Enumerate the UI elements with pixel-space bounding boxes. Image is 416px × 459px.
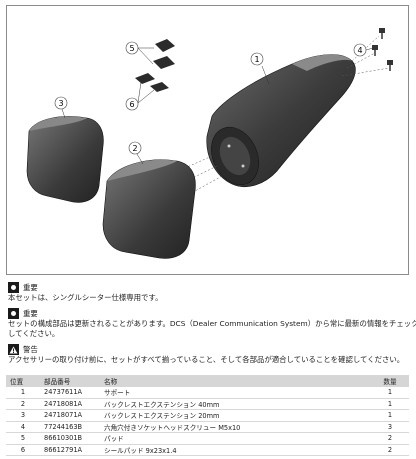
row-name: バックレストエクステンション 20mm <box>100 409 371 422</box>
row-part-number: 24718081A <box>40 398 100 410</box>
callout-1: 1 <box>250 52 264 66</box>
row-quantity: 2 <box>371 444 409 456</box>
row-name: 六角穴付きソケットヘッドスクリュー M5x10 <box>100 421 371 433</box>
row-part-number: 24718071A <box>40 409 100 422</box>
backrest-extension-20mm-part <box>26 116 104 203</box>
note-2-title: 重要 <box>23 308 38 318</box>
row-name: サポート <box>100 387 371 399</box>
header-part-number: 部品番号 <box>40 375 100 387</box>
important-note-2: 重要 セットの構成部品は更新されることがあります。DCS（Dealer Comm… <box>8 308 416 339</box>
row-position: 5 <box>6 432 40 445</box>
row-position: 3 <box>6 409 40 422</box>
table-row: 3 24718071A バックレストエクステンション 20mm 1 <box>6 409 409 422</box>
pads-part <box>135 39 175 92</box>
row-part-number: 77244163B <box>40 421 100 433</box>
backrest-extension-40mm-part <box>102 159 196 259</box>
info-icon <box>8 282 19 293</box>
row-quantity: 2 <box>371 432 409 445</box>
row-quantity: 1 <box>371 387 409 399</box>
row-part-number: 86612791A <box>40 444 100 456</box>
parts-table: 位置 部品番号 名称 数量 1 24737611A サポート 1 2 24718… <box>6 375 409 456</box>
warning-icon <box>8 344 19 355</box>
table-row: 5 86610301B パッド 2 <box>6 432 409 445</box>
row-quantity: 1 <box>371 409 409 422</box>
header-quantity: 数量 <box>371 375 409 387</box>
table-row: 6 86612791A シールパッド 9x23x1.4 2 <box>6 444 409 456</box>
warning-text: アクセサリーの取り付け前に、セットがすべて揃っていること、そして各部品が適合して… <box>8 355 405 364</box>
callout-4: 4 <box>353 43 367 57</box>
row-quantity: 3 <box>371 421 409 433</box>
callout-5: 5 <box>125 41 139 55</box>
row-name: シールパッド 9x23x1.4 <box>100 444 371 456</box>
screws-part <box>372 28 393 71</box>
note-1-text: 本セットは、シングルシーター仕様専用です。 <box>8 293 163 302</box>
callout-4-label: 4 <box>357 46 362 55</box>
important-note-1: 重要 本セットは、シングルシーター仕様専用です。 <box>8 282 162 303</box>
support-part <box>206 54 356 188</box>
row-position: 6 <box>6 444 40 456</box>
row-position: 1 <box>6 387 40 399</box>
row-position: 2 <box>6 398 40 410</box>
row-name: パッド <box>100 432 371 445</box>
callout-3: 3 <box>54 96 68 110</box>
note-1-title: 重要 <box>23 282 38 292</box>
table-header-row: 位置 部品番号 名称 数量 <box>6 375 409 387</box>
header-name: 名称 <box>100 375 371 387</box>
row-position: 4 <box>6 421 40 433</box>
row-part-number: 86610301B <box>40 432 100 445</box>
info-icon <box>8 308 19 319</box>
warning-note: 警告 アクセサリーの取り付け前に、セットがすべて揃っていること、そして各部品が適… <box>8 344 404 365</box>
warning-title: 警告 <box>23 344 38 354</box>
callout-1-label: 1 <box>254 55 259 64</box>
callout-2: 2 <box>128 141 142 155</box>
callout-3-label: 3 <box>58 99 63 108</box>
header-position: 位置 <box>6 375 40 387</box>
table-row: 4 77244163B 六角穴付きソケットヘッドスクリュー M5x10 3 <box>6 421 409 433</box>
note-2-text-cont: してください。 <box>8 329 60 338</box>
note-2-text: セットの構成部品は更新されることがあります。DCS（Dealer Communi… <box>8 319 416 328</box>
callout-6: 6 <box>125 97 139 111</box>
table-row: 1 24737611A サポート 1 <box>6 387 409 399</box>
row-quantity: 1 <box>371 398 409 410</box>
row-name: バックレストエクステンション 40mm <box>100 398 371 410</box>
callout-2-label: 2 <box>132 144 137 153</box>
exploded-diagram: 1 2 3 4 5 6 <box>6 5 409 275</box>
callout-6-label: 6 <box>129 100 134 109</box>
table-row: 2 24718081A バックレストエクステンション 40mm 1 <box>6 398 409 410</box>
callout-5-label: 5 <box>129 44 134 53</box>
parts-illustration: 1 2 3 4 5 6 <box>26 28 393 259</box>
row-part-number: 24737611A <box>40 387 100 399</box>
